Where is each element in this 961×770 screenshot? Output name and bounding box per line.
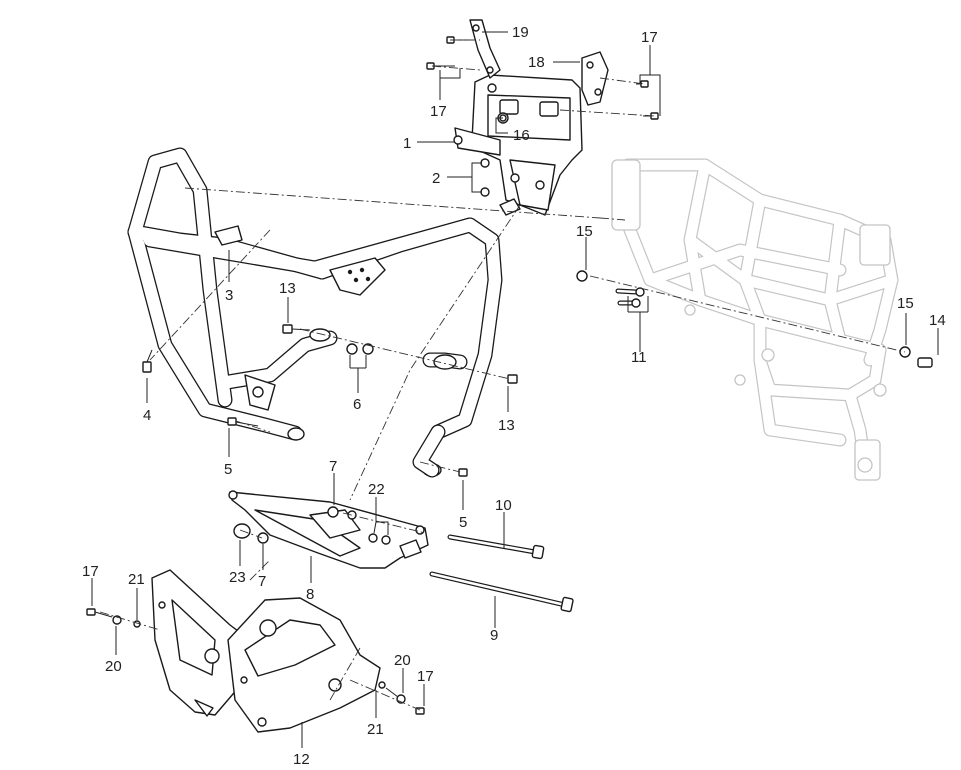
alignment-lines	[99, 39, 906, 711]
callout-21-right: 21	[367, 721, 384, 738]
callout-17-upper-right: 17	[641, 29, 658, 46]
bracket-19	[469, 19, 501, 79]
callout-13-left: 13	[279, 280, 296, 297]
callout-21-left: 21	[128, 571, 145, 588]
callout-7-lower: 7	[258, 573, 266, 590]
rod-9	[429, 571, 574, 613]
callout-5-right: 5	[459, 514, 467, 531]
upper-mount-bracket	[453, 74, 583, 216]
callout-19: 19	[512, 24, 529, 41]
callout-5-left: 5	[224, 461, 232, 478]
skid-plate	[151, 569, 381, 733]
bracket-18	[581, 51, 609, 106]
callout-22: 22	[368, 481, 385, 498]
leader-lines	[91, 31, 939, 748]
callout-12: 12	[293, 751, 310, 768]
callout-15-left: 15	[576, 223, 593, 240]
callout-15-right: 15	[897, 295, 914, 312]
main-frame-ghost	[611, 158, 899, 481]
callout-3: 3	[225, 287, 233, 304]
callout-17-lower-right: 17	[417, 668, 434, 685]
callout-20-left: 20	[105, 658, 122, 675]
rod-10	[447, 534, 545, 560]
callout-2: 2	[432, 170, 440, 187]
callout-14: 14	[929, 312, 946, 329]
callout-4: 4	[143, 407, 151, 424]
callout-23: 23	[229, 569, 246, 586]
callout-labels: 1 2 3 4 5 5 6 7 7 8 9 10 11 12 13 13 14 …	[82, 24, 946, 768]
callout-13-right: 13	[498, 417, 515, 434]
callout-1: 1	[403, 135, 411, 152]
callout-9: 9	[490, 627, 498, 644]
crash-bar	[127, 147, 503, 478]
callout-8: 8	[306, 586, 314, 603]
callout-18: 18	[528, 54, 545, 71]
lower-bracket	[228, 490, 429, 569]
callout-17-upper-left: 17	[430, 103, 447, 120]
callout-17-lower-left: 17	[82, 563, 99, 580]
callout-6: 6	[353, 396, 361, 413]
callout-11: 11	[631, 349, 647, 366]
callout-10: 10	[495, 497, 512, 514]
callout-16: 16	[513, 127, 530, 144]
callout-20-right: 20	[394, 652, 411, 669]
callout-7-upper: 7	[329, 458, 337, 475]
